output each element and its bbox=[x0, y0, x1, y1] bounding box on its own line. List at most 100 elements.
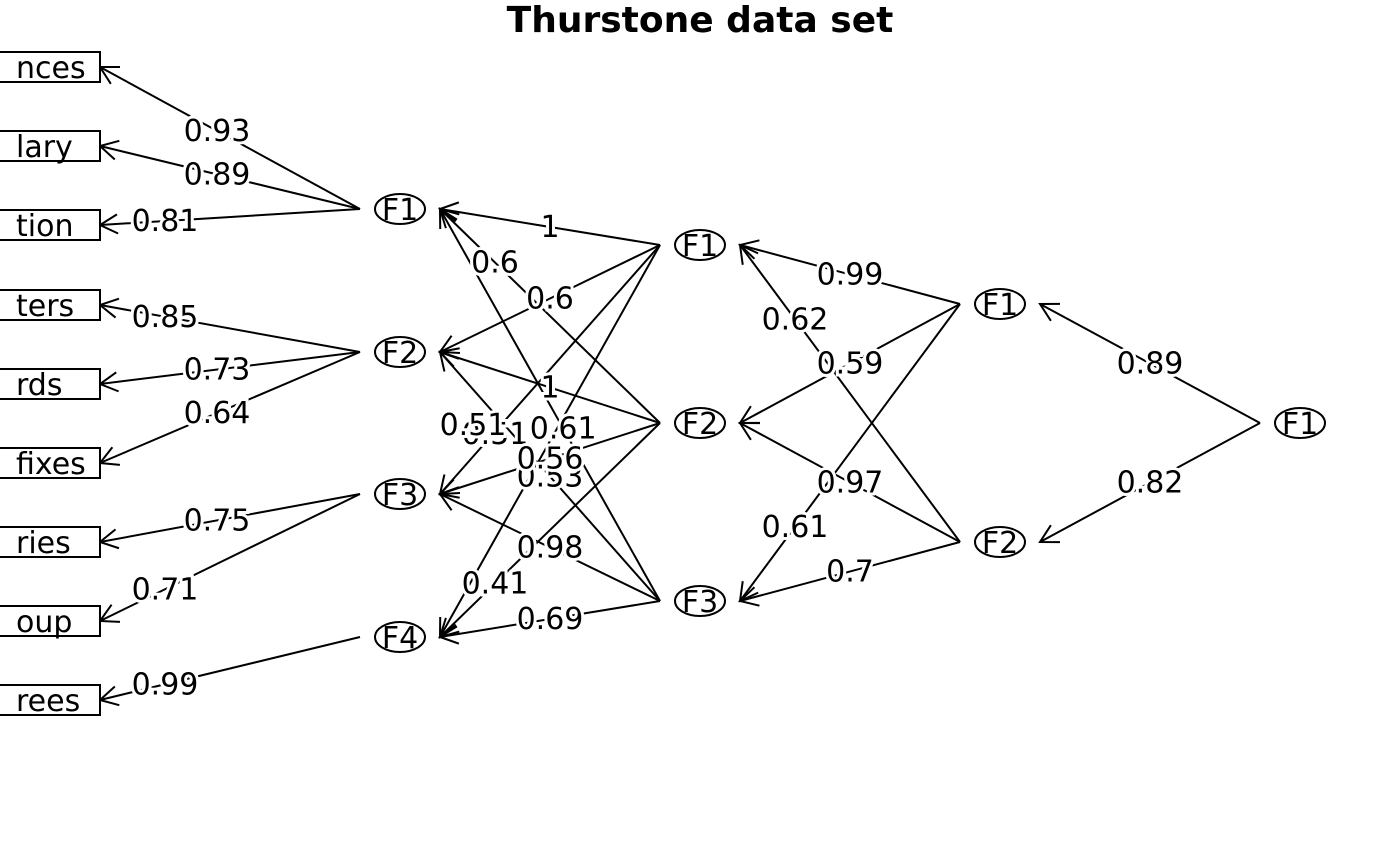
edge-label: 0.7 bbox=[826, 555, 874, 590]
observed-variable-node: ters bbox=[0, 289, 101, 324]
latent-factor-label: F2 bbox=[382, 336, 418, 371]
observed-variable-node: nces bbox=[0, 51, 101, 86]
edge-label-halo: 0.98 bbox=[517, 531, 584, 566]
edge-label: 0.51 bbox=[462, 417, 529, 452]
edge-label-halo: 0.99 bbox=[817, 258, 884, 293]
edge-label: 0.6 bbox=[526, 282, 574, 317]
observed-variable-node: tion bbox=[0, 209, 101, 244]
edge-c1-b3 bbox=[739, 303, 961, 602]
edge-label-halo: 0.51 bbox=[462, 417, 529, 452]
edge-label: 0.51 bbox=[440, 408, 507, 443]
latent-factor-node: F1 bbox=[374, 193, 426, 228]
edge-label: 1 bbox=[540, 210, 559, 245]
arrowhead-icon bbox=[438, 492, 461, 511]
edge-a3-v7 bbox=[99, 493, 361, 543]
edge-b2-a3 bbox=[439, 422, 661, 495]
observed-variable-label: oup bbox=[16, 605, 72, 640]
edge-label-halo: 0.59 bbox=[817, 347, 884, 382]
latent-factor-label: F2 bbox=[682, 407, 718, 442]
edge-label-halo: 0.69 bbox=[517, 602, 584, 637]
edge-label: 0.93 bbox=[184, 114, 251, 149]
edge-label-halo: 0.64 bbox=[184, 396, 251, 431]
edge-a4-v9 bbox=[99, 636, 361, 701]
edge-label-halo: 0.85 bbox=[132, 300, 199, 335]
edge-b1-a3 bbox=[439, 244, 661, 495]
edge-b3-a4 bbox=[439, 600, 661, 638]
edge-label: 0.53 bbox=[517, 460, 584, 495]
edge-label: 0.56 bbox=[517, 442, 584, 477]
edge-a1-v2 bbox=[99, 145, 361, 210]
latent-factor-node: F2 bbox=[974, 526, 1026, 561]
edge-labels-layer: 0.930.930.890.890.810.810.850.850.730.73… bbox=[129, 111, 1187, 705]
arrowhead-icon bbox=[737, 586, 760, 607]
observed-variable-label: tion bbox=[16, 209, 73, 244]
edge-label: 0.97 bbox=[817, 466, 884, 501]
latent-factor-node: F2 bbox=[374, 336, 426, 371]
observed-variable-label: nces bbox=[16, 51, 86, 86]
observed-variable-node: rds bbox=[0, 368, 101, 403]
latent-factor-node: F4 bbox=[374, 621, 426, 656]
edge-a2-v4 bbox=[99, 304, 361, 353]
edge-label: 0.61 bbox=[530, 412, 597, 447]
latent-factor-label: F1 bbox=[682, 229, 718, 264]
edge-label-halo: 0.71 bbox=[132, 572, 199, 607]
latent-factor-node: F1 bbox=[674, 229, 726, 264]
edge-label: 0.99 bbox=[132, 667, 199, 702]
edge-a1-v1 bbox=[99, 66, 361, 210]
edge-label: 0.69 bbox=[517, 602, 584, 637]
edge-b3-a3 bbox=[439, 493, 661, 602]
edge-label: 0.81 bbox=[132, 204, 199, 239]
edge-b2-a1 bbox=[439, 208, 661, 424]
arrowhead-icon bbox=[438, 207, 458, 230]
edge-label-halo: 0.97 bbox=[817, 466, 884, 501]
edge-label-halo: 0.81 bbox=[132, 204, 199, 239]
edge-label: 0.82 bbox=[1117, 466, 1184, 501]
latent-factor-node: F3 bbox=[374, 478, 426, 513]
observed-variable-node: fixes bbox=[0, 447, 101, 482]
edge-label-halo: 0.61 bbox=[762, 510, 829, 545]
latent-factor-label: F1 bbox=[382, 193, 418, 228]
edge-label-halo: 0.82 bbox=[1117, 466, 1184, 501]
edge-b3-a2 bbox=[439, 351, 661, 602]
observed-variable-label: rees bbox=[16, 684, 80, 719]
edge-c1-b1 bbox=[739, 244, 961, 305]
edge-c2-b1 bbox=[739, 244, 961, 543]
latent-factor-label: F2 bbox=[982, 526, 1018, 561]
edge-label-halo: 0.7 bbox=[826, 555, 874, 590]
latent-factor-label: F3 bbox=[682, 585, 718, 620]
arrowhead-icon bbox=[738, 421, 761, 441]
edge-d1-c2 bbox=[1039, 422, 1261, 543]
edge-b2-a2 bbox=[439, 351, 661, 424]
edge-label-halo: 0.6 bbox=[526, 282, 574, 317]
edge-label-halo: 0.89 bbox=[184, 157, 251, 192]
edge-label-halo: 0.75 bbox=[184, 503, 251, 538]
observed-variable-label: rds bbox=[16, 368, 62, 403]
edge-label: 0.73 bbox=[184, 353, 251, 388]
edge-label: 0.61 bbox=[762, 510, 829, 545]
edge-label-halo: 0.89 bbox=[1117, 347, 1184, 382]
edge-b3-a1 bbox=[439, 208, 661, 602]
edge-label: 0.71 bbox=[132, 572, 199, 607]
edge-label: 0.99 bbox=[817, 258, 884, 293]
latent-factor-label: F3 bbox=[382, 478, 418, 513]
edges-layer bbox=[97, 65, 1261, 707]
observed-variable-node: oup bbox=[0, 605, 101, 640]
latent-factor-node: F3 bbox=[674, 585, 726, 620]
edge-label: 0.85 bbox=[132, 300, 199, 335]
observed-variable-node: lary bbox=[0, 130, 101, 165]
edge-label-halo: 0.6 bbox=[471, 246, 519, 281]
edge-label-halo: 0.99 bbox=[132, 667, 199, 702]
edge-c2-b3 bbox=[739, 541, 961, 602]
edge-b1-a1 bbox=[439, 208, 661, 246]
edge-label: 0.89 bbox=[184, 157, 251, 192]
edge-label-halo: 0.41 bbox=[462, 567, 529, 602]
edge-label: 0.75 bbox=[184, 503, 251, 538]
edge-label-halo: 0.61 bbox=[530, 412, 597, 447]
edge-label: 0.6 bbox=[471, 246, 519, 281]
edge-label-halo: 0.93 bbox=[184, 114, 251, 149]
edge-label: 0.41 bbox=[462, 567, 529, 602]
arrowhead-icon bbox=[437, 623, 460, 645]
observed-variable-label: lary bbox=[16, 130, 73, 165]
edge-c1-b2 bbox=[739, 303, 961, 424]
